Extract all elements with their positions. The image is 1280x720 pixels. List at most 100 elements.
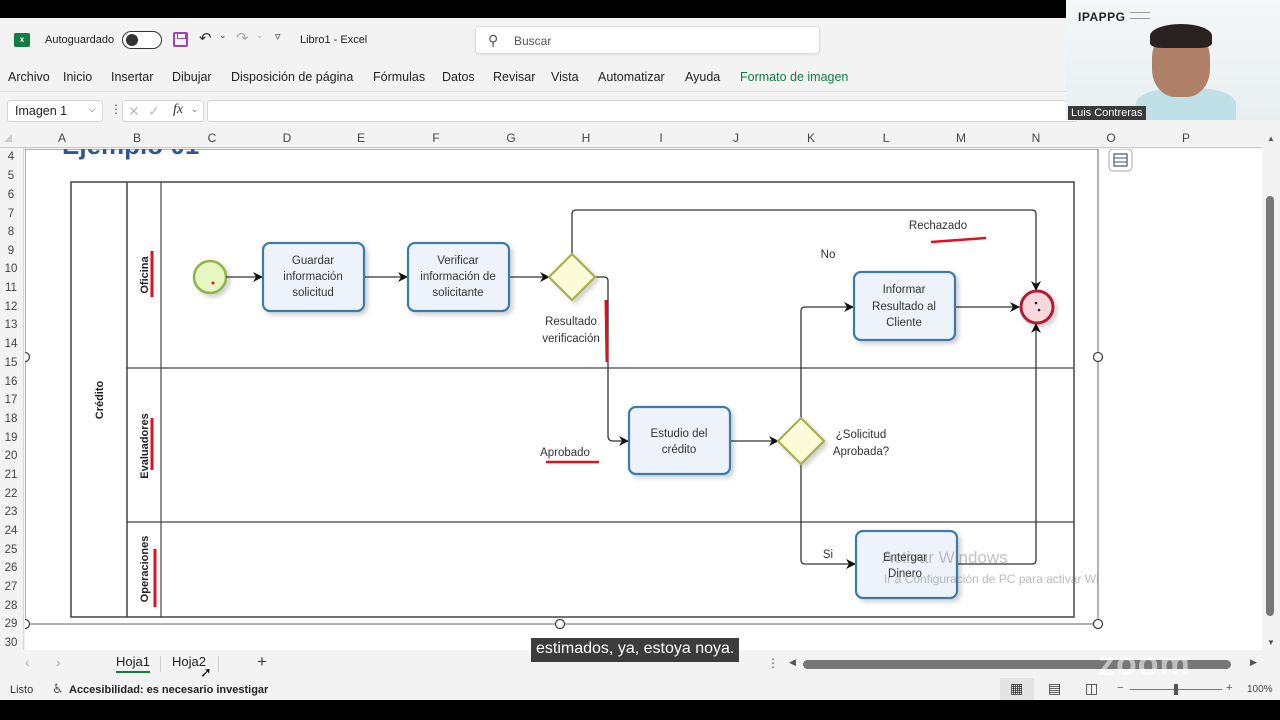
- vertical-scrollbar[interactable]: ▲ ▼: [1262, 128, 1280, 650]
- accessibility-icon[interactable]: ♿: [52, 681, 64, 696]
- resize-handle[interactable]: [1092, 351, 1104, 363]
- row-header[interactable]: 5: [7, 170, 15, 182]
- row-header[interactable]: 29: [4, 618, 18, 630]
- zoom-level[interactable]: 100%: [1247, 684, 1273, 695]
- column-header[interactable]: B: [132, 131, 141, 145]
- fx-chevron-icon[interactable]: ⌄: [191, 104, 199, 114]
- page-break-view-icon[interactable]: ◫: [1085, 680, 1099, 696]
- next-sheet-icon[interactable]: ›: [56, 654, 61, 670]
- resize-handle[interactable]: [25, 351, 31, 363]
- row-header[interactable]: 15: [4, 357, 18, 369]
- undo-icon[interactable]: ↶: [199, 30, 212, 47]
- cancel-icon[interactable]: ✕: [128, 103, 140, 119]
- select-all-corner[interactable]: [4, 134, 12, 142]
- insert-function-icon[interactable]: fx: [173, 102, 184, 117]
- column-header[interactable]: D: [282, 131, 292, 145]
- tab-formulas[interactable]: Fórmulas: [373, 70, 426, 84]
- redo-icon[interactable]: ↷: [236, 30, 249, 47]
- zoom-out-button[interactable]: −: [1117, 682, 1124, 694]
- row-header[interactable]: 4: [7, 151, 15, 163]
- zoom-slider-thumb[interactable]: [1174, 684, 1178, 695]
- tab-inicio[interactable]: Inicio: [63, 70, 93, 84]
- tab-revisar[interactable]: Revisar: [493, 70, 536, 84]
- column-header[interactable]: P: [1181, 131, 1190, 145]
- row-header[interactable]: 26: [4, 562, 18, 574]
- row-header[interactable]: 24: [4, 525, 18, 537]
- row-header[interactable]: 23: [4, 506, 18, 518]
- customize-toolbar-icon[interactable]: ▿: [275, 31, 281, 43]
- zoom-in-button[interactable]: +: [1226, 682, 1233, 694]
- column-header[interactable]: F: [432, 131, 440, 145]
- column-header[interactable]: I: [659, 131, 663, 145]
- save-icon[interactable]: [173, 32, 188, 47]
- column-header[interactable]: H: [581, 131, 591, 145]
- prev-sheet-icon[interactable]: ‹: [25, 654, 30, 670]
- column-header[interactable]: C: [207, 131, 217, 145]
- scroll-down-icon[interactable]: ▼: [1267, 638, 1275, 647]
- row-header[interactable]: 6: [7, 189, 15, 201]
- column-header[interactable]: G: [506, 131, 516, 145]
- resize-handle[interactable]: [25, 618, 31, 630]
- column-header[interactable]: E: [356, 131, 365, 145]
- row-header[interactable]: 17: [4, 394, 18, 406]
- sheet-tab-hoja2[interactable]: Hoja2: [172, 654, 206, 669]
- add-sheet-button[interactable]: +: [257, 652, 267, 671]
- undo-dropdown-icon[interactable]: ⌄: [219, 30, 227, 40]
- redo-dropdown-icon[interactable]: ⌄: [256, 30, 264, 40]
- tab-split-handle[interactable]: ⋮: [767, 656, 779, 670]
- scroll-right-icon[interactable]: ▶: [1250, 657, 1257, 667]
- row-header[interactable]: 20: [4, 450, 18, 462]
- formula-input[interactable]: [207, 100, 1077, 122]
- row-header[interactable]: 9: [7, 245, 15, 257]
- row-header[interactable]: 12: [4, 301, 18, 313]
- bpmn-diagram-image[interactable]: Ejemplo 01 Crédito Oficina Evaluadores O…: [25, 149, 1262, 650]
- tab-ayuda[interactable]: Ayuda: [685, 70, 721, 84]
- column-header[interactable]: J: [733, 131, 739, 145]
- tab-disposicion[interactable]: Disposición de página: [231, 70, 354, 84]
- row-header[interactable]: 19: [4, 432, 18, 444]
- page-layout-view-icon[interactable]: ▤: [1048, 680, 1062, 696]
- normal-view-button[interactable]: ▦: [1000, 678, 1034, 700]
- row-header[interactable]: 8: [7, 226, 15, 238]
- scroll-up-icon[interactable]: ▲: [1267, 134, 1275, 143]
- accessibility-status[interactable]: Accesibilidad: es necesario investigar: [69, 684, 269, 696]
- tab-datos[interactable]: Datos: [442, 70, 475, 84]
- tab-automatizar[interactable]: Automatizar: [598, 70, 665, 84]
- row-header[interactable]: 16: [4, 376, 18, 388]
- row-header[interactable]: 22: [4, 488, 18, 500]
- column-header[interactable]: M: [956, 131, 966, 145]
- autosave-toggle[interactable]: [122, 31, 162, 49]
- row-header[interactable]: 7: [7, 208, 15, 220]
- search-input[interactable]: ⚲ Buscar: [475, 26, 820, 54]
- column-header[interactable]: N: [1031, 131, 1041, 145]
- confirm-icon[interactable]: ✓: [148, 103, 160, 119]
- tab-insertar[interactable]: Insertar: [111, 70, 154, 84]
- row-header[interactable]: 28: [4, 600, 18, 612]
- column-header[interactable]: A: [57, 131, 66, 145]
- scroll-left-icon[interactable]: ◀: [789, 657, 796, 667]
- tab-formato-de-imagen[interactable]: Formato de imagen: [740, 70, 849, 84]
- participant-video[interactable]: IPAPPG Luis Contreras: [1066, 0, 1280, 120]
- tab-dibujar[interactable]: Dibujar: [172, 70, 212, 84]
- row-header[interactable]: 21: [4, 469, 18, 481]
- row-header[interactable]: 14: [4, 338, 18, 350]
- more-options-icon[interactable]: ⋮: [110, 102, 122, 116]
- row-header[interactable]: 13: [4, 319, 18, 331]
- column-header[interactable]: L: [882, 131, 890, 145]
- layout-options-button[interactable]: [1108, 149, 1133, 172]
- sheet-tab-hoja1[interactable]: Hoja1: [116, 654, 150, 673]
- tab-archivo[interactable]: Archivo: [8, 70, 50, 84]
- row-header[interactable]: 27: [4, 581, 18, 593]
- tab-vista[interactable]: Vista: [551, 70, 579, 84]
- column-header[interactable]: O: [1106, 131, 1116, 145]
- name-box[interactable]: Imagen 1 ⌵: [7, 100, 103, 122]
- resize-handle[interactable]: [1092, 618, 1104, 630]
- row-header[interactable]: 18: [4, 413, 18, 425]
- row-header[interactable]: 11: [5, 282, 17, 294]
- vertical-scroll-thumb[interactable]: [1266, 196, 1274, 616]
- worksheet-grid[interactable]: Ejemplo 01 Crédito Oficina Evaluadores O…: [25, 149, 1262, 650]
- row-header[interactable]: 30: [4, 637, 18, 649]
- row-header[interactable]: 25: [4, 544, 18, 556]
- row-header[interactable]: 10: [4, 263, 18, 275]
- column-header[interactable]: K: [806, 131, 815, 145]
